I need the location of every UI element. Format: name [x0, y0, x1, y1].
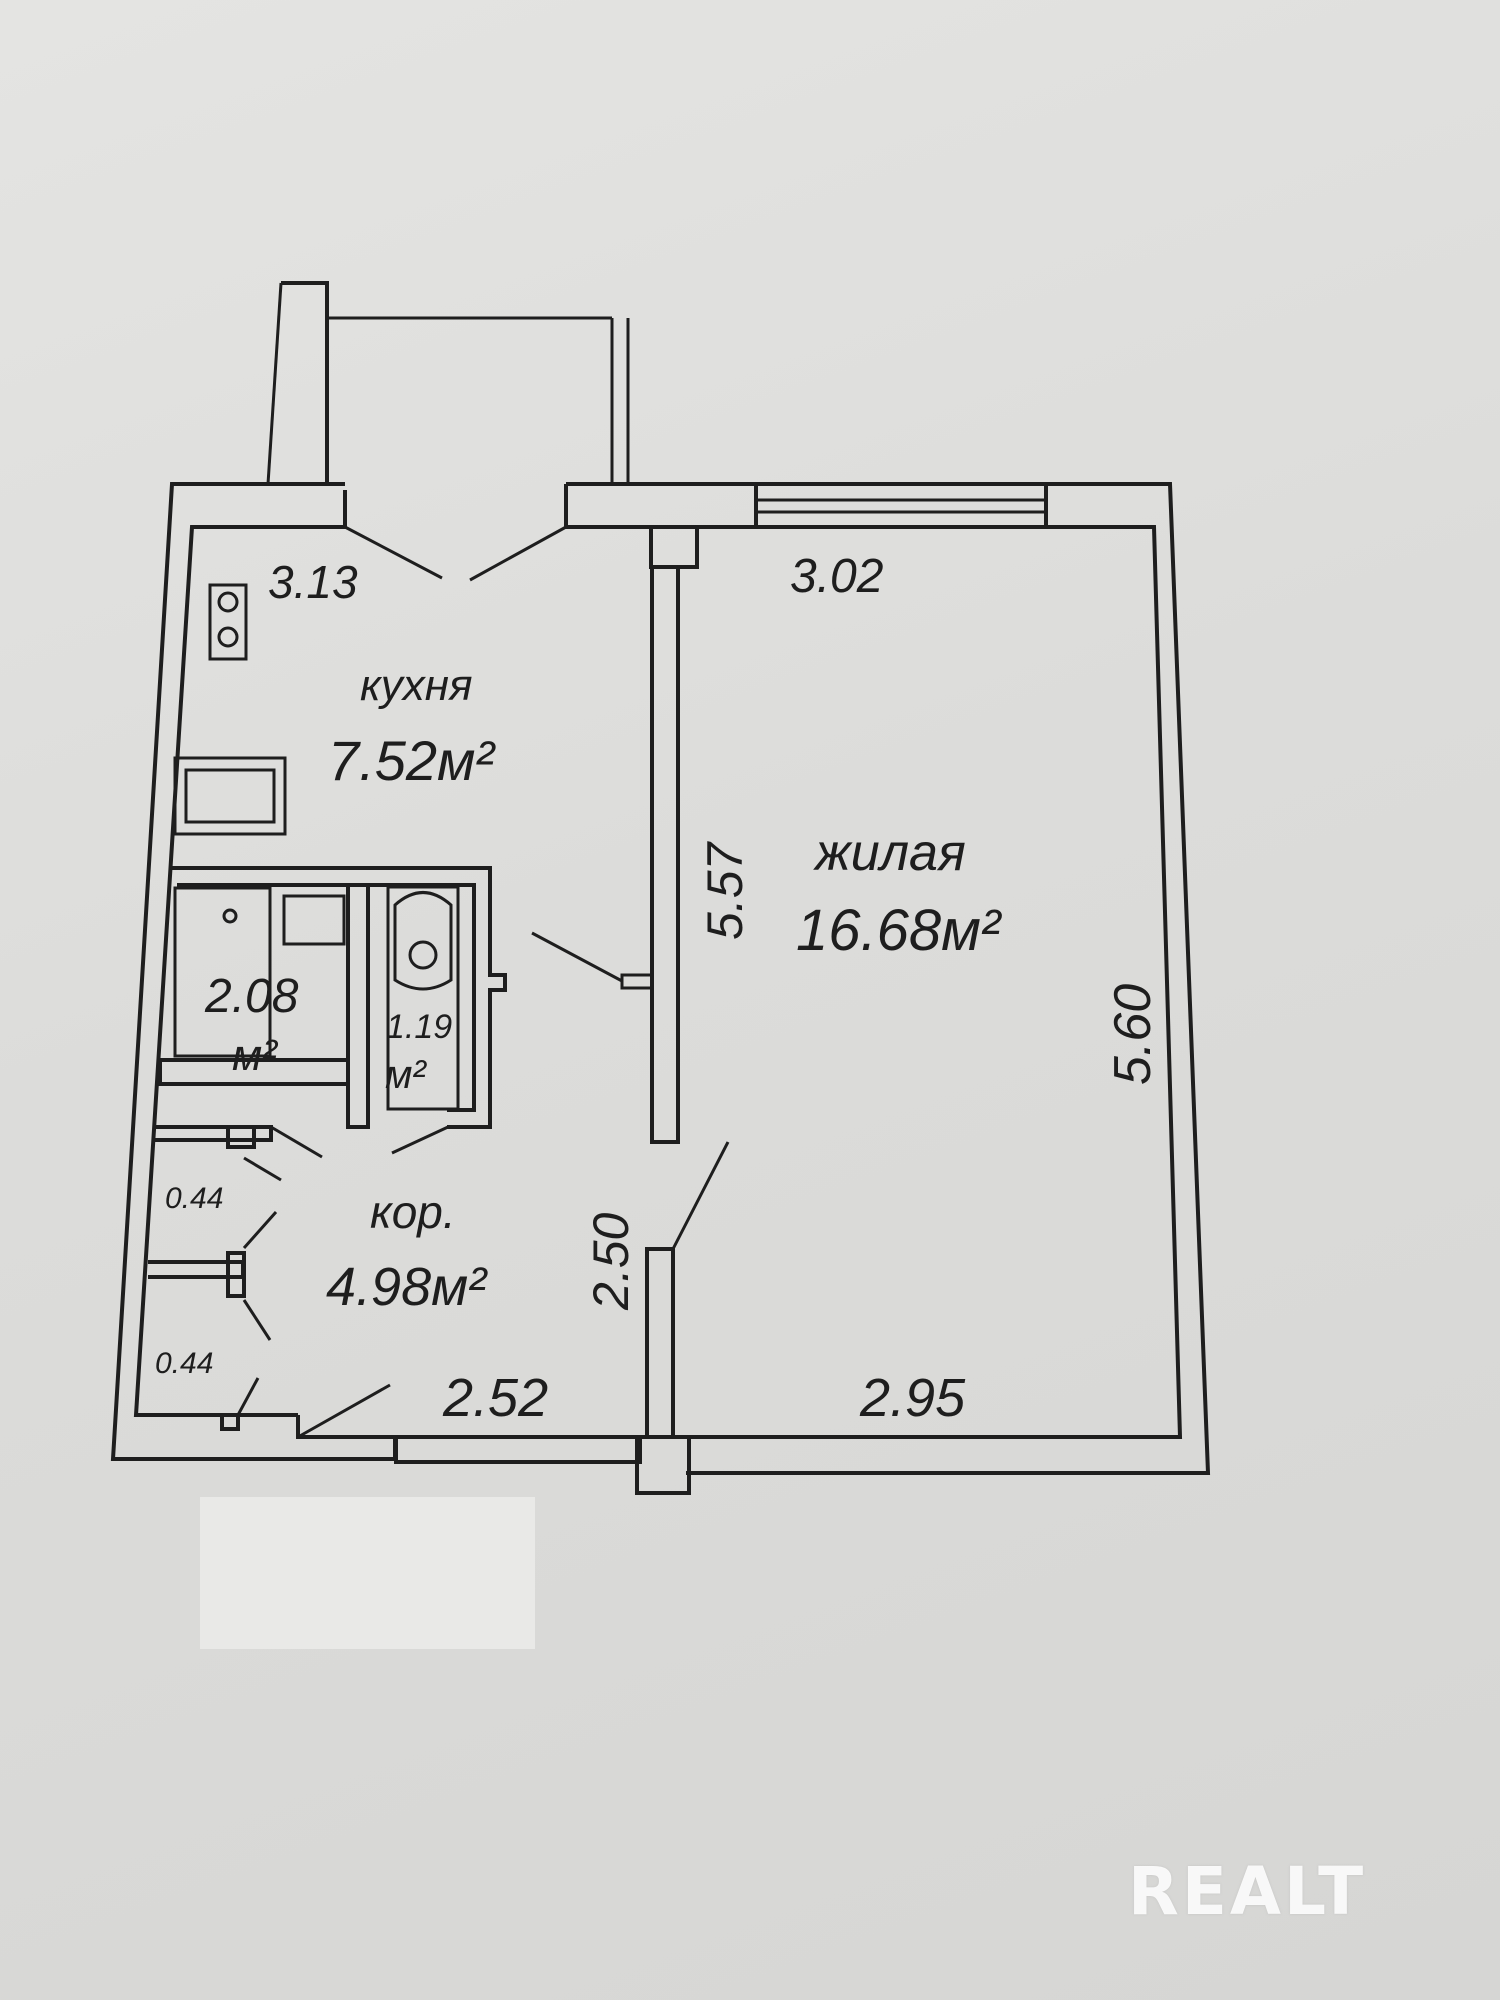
corridor-area: 4.98м² [326, 1257, 488, 1317]
kitchen-stove [208, 583, 248, 661]
dim-living-width-bottom: 2.95 [859, 1368, 966, 1428]
interior-partition [531, 525, 730, 1439]
closets [148, 1125, 395, 1439]
kitchen-name: кухня [360, 661, 473, 710]
kitchen-area: 7.52м² [328, 729, 496, 792]
living-area: 16.68м² [796, 898, 1003, 963]
dim-living-length: 5.60 [1104, 984, 1162, 1085]
living-name: жилая [813, 824, 966, 882]
kitchen-sink [173, 756, 287, 836]
corridor-name: кор. [370, 1186, 456, 1238]
dim-partition-length: 5.57 [697, 840, 753, 940]
balcony [266, 281, 630, 486]
closet-upper-area: 0.44 [165, 1182, 223, 1215]
dim-corridor-width: 2.52 [442, 1368, 548, 1428]
bathroom-area-unit: м² [232, 1031, 278, 1080]
bathroom-walls [158, 866, 507, 1159]
toilet-area-value: 1.19 [386, 1008, 452, 1046]
bathroom-area-value: 2.08 [204, 970, 299, 1023]
dim-kitchen-width: 3.13 [268, 556, 358, 608]
dim-corridor-length: 2.50 [583, 1212, 639, 1311]
toilet-area-unit: м² [385, 1053, 427, 1097]
kitchen-door-swing [344, 525, 567, 582]
closet-lower-area: 0.44 [155, 1347, 213, 1380]
dim-living-width-top: 3.02 [790, 550, 883, 603]
outer-walls [110, 482, 1211, 1495]
realt-watermark: REALT [1128, 1853, 1367, 1930]
blank-patch [200, 1497, 535, 1649]
